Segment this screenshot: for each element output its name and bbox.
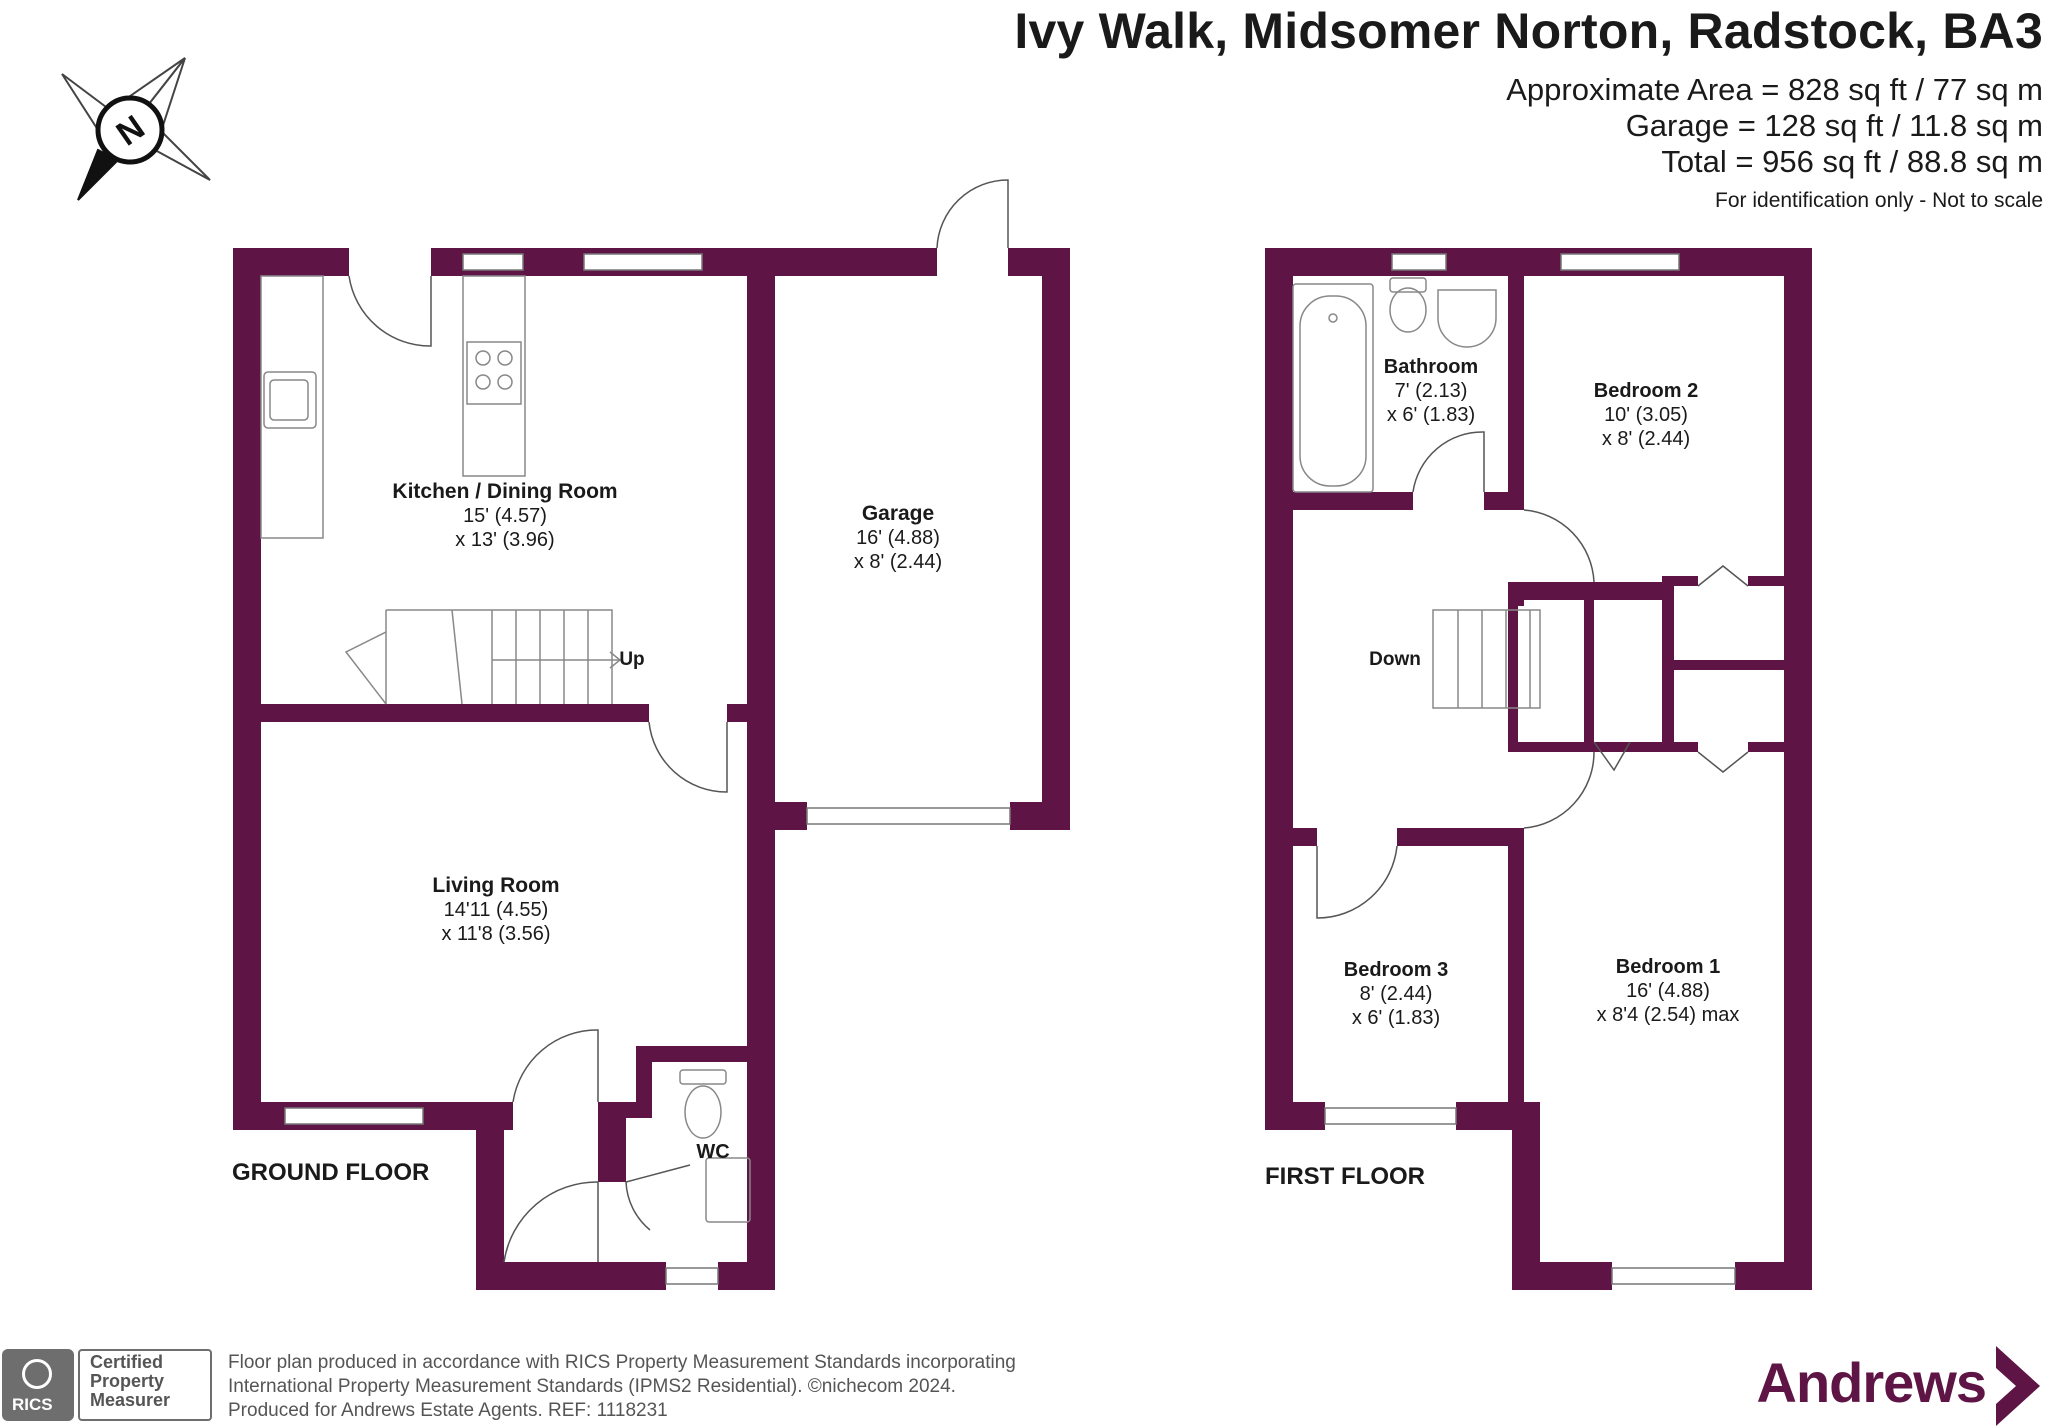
first-floor-windows	[1324, 253, 1736, 1285]
first-floor-label: FIRST FLOOR	[1265, 1163, 1425, 1190]
first-floor-walls	[1265, 248, 1812, 1290]
room-name-living: Living Room	[432, 874, 559, 897]
room-dim-bedroom-2-2: x 8' (2.44)	[1602, 428, 1690, 450]
andrews-logo: Andrews	[1756, 1351, 1987, 1414]
footer-disclaimer: Floor plan produced in accordance with R…	[228, 1351, 1016, 1423]
room-dim-bathroom-2: x 6' (1.83)	[1387, 404, 1475, 426]
first-floor-doors	[1316, 431, 1749, 919]
footer-line-3: Produced for Andrews Estate Agents. REF:…	[228, 1400, 668, 1421]
certified-measurer-label: Certified Property Measurer	[78, 1349, 212, 1421]
ground-floor-label: GROUND FLOOR	[232, 1159, 429, 1186]
ground-floor-plan	[233, 179, 1070, 1290]
room-dim-bedroom-2-1: 10' (3.05)	[1604, 404, 1688, 426]
room-name-bedroom-3: Bedroom 3	[1344, 959, 1448, 981]
room-labels: Kitchen / Dining Room 15' (4.57) x 13' (…	[392, 356, 1739, 1163]
room-dim-bathroom-1: 7' (2.13)	[1395, 380, 1468, 402]
approximate-area: Approximate Area = 828 sq ft / 77 sq m	[1506, 72, 2043, 107]
ground-floor-windows	[284, 253, 1011, 1285]
room-dim-garage-1: 16' (4.88)	[856, 527, 940, 549]
rics-logo-icon: RICS	[2, 1349, 74, 1421]
first-floor-plan	[1265, 248, 1812, 1290]
rics-certified-badge: RICS Certified Property Measurer	[2, 1349, 214, 1421]
room-dim-bedroom-3-2: x 6' (1.83)	[1352, 1007, 1440, 1029]
room-name-kitchen: Kitchen / Dining Room	[392, 480, 617, 503]
stair-label-down: Down	[1369, 649, 1421, 670]
room-dim-garage-2: x 8' (2.44)	[854, 551, 942, 573]
room-dim-living-1: 14'11 (4.55)	[444, 899, 549, 921]
andrews-chevron-icon	[1996, 1346, 2040, 1426]
room-name-bedroom-2: Bedroom 2	[1594, 380, 1698, 402]
stair-label-up: Up	[619, 649, 644, 670]
footer-line-2: International Property Measurement Stand…	[228, 1376, 956, 1397]
floor-labels: GROUND FLOOR FIRST FLOOR	[232, 1159, 1425, 1190]
page-title: Ivy Walk, Midsomer Norton, Radstock, BA3	[1014, 3, 2043, 59]
room-dim-kitchen-2: x 13' (3.96)	[455, 529, 554, 551]
total-area: Total = 956 sq ft / 88.8 sq m	[1661, 144, 2043, 179]
footer-line-1: Floor plan produced in accordance with R…	[228, 1352, 1016, 1373]
compass-north-icon: N	[61, 57, 211, 201]
room-name-bedroom-1: Bedroom 1	[1616, 956, 1720, 978]
room-dim-living-2: x 11'8 (3.56)	[441, 923, 550, 945]
room-name-wc: WC	[696, 1141, 729, 1163]
room-name-bathroom: Bathroom	[1384, 356, 1478, 378]
room-dim-bedroom-1-1: 16' (4.88)	[1626, 980, 1710, 1002]
garage-area: Garage = 128 sq ft / 11.8 sq m	[1625, 108, 2043, 143]
ground-floor-doors	[348, 179, 1009, 1263]
ground-floor-walls	[233, 248, 1070, 1290]
first-floor-fixtures	[1292, 277, 1541, 709]
room-dim-bedroom-3-1: 8' (2.44)	[1360, 983, 1433, 1005]
room-name-garage: Garage	[862, 502, 934, 525]
ground-floor-fixtures	[260, 275, 751, 1223]
room-dim-kitchen-1: 15' (4.57)	[463, 505, 547, 527]
identification-note: For identification only - Not to scale	[1715, 189, 2043, 212]
room-dim-bedroom-1-2: x 8'4 (2.54) max	[1597, 1004, 1740, 1026]
